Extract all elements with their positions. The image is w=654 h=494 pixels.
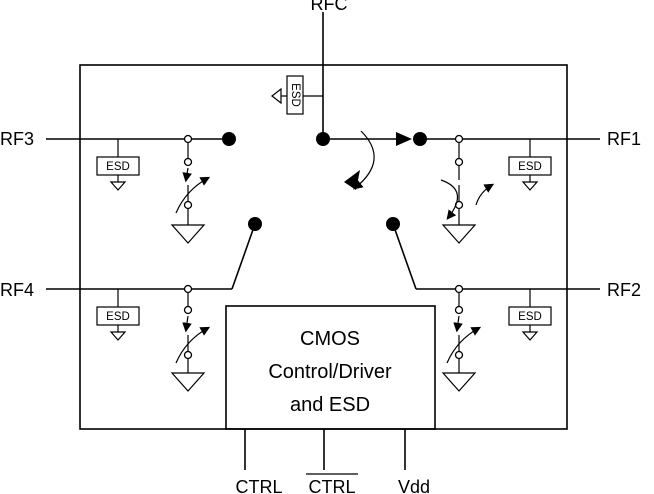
ctrl-pin: CTRL [235, 429, 283, 494]
ctrl-bar-pin: CTRL [306, 429, 358, 494]
ctrl-bar-label: CTRL [308, 477, 355, 494]
rf3-label: RF3 [0, 129, 34, 149]
cmos-control-block: CMOS Control/Driver and ESD [225, 305, 436, 430]
rf1-shunt-switch [440, 134, 495, 244]
rf3-esd-cell: ESD [96, 139, 140, 191]
esd-label: ESD [106, 161, 130, 173]
vdd-pin: Vdd [398, 429, 430, 494]
rf2-esd-cell: ESD [508, 289, 552, 341]
control-block-line2: Control/Driver [268, 361, 392, 383]
rf3-shunt-switch [170, 134, 211, 244]
esd-label: ESD [289, 83, 301, 107]
control-block-line3: and ESD [290, 394, 370, 416]
rf2-shunt-switch [441, 284, 482, 392]
control-block-line1: CMOS [300, 328, 360, 350]
rf4-pin: RF4 [0, 280, 232, 300]
rf1-label: RF1 [607, 129, 641, 149]
rf2-label: RF2 [607, 280, 641, 300]
rf4-shunt-switch [170, 284, 211, 392]
vdd-label: Vdd [398, 477, 430, 494]
rf3-pin: RF3 [0, 129, 236, 149]
esd-label: ESD [518, 161, 542, 173]
rf1-pin: RF1 [413, 129, 641, 149]
rf1-contact [413, 132, 427, 146]
ctrl-label: CTRL [235, 477, 282, 494]
rfc-pole [316, 130, 412, 190]
rf4-esd-cell: ESD [96, 289, 140, 341]
rfc-pin: RFC [311, 0, 348, 137]
rf4-throw [231, 217, 262, 290]
rf4-label: RF4 [0, 280, 34, 300]
esd-label: ESD [518, 311, 542, 323]
rf3-contact [222, 132, 236, 146]
esd-label: ESD [106, 311, 130, 323]
rfc-label: RFC [311, 0, 348, 14]
rf2-throw [386, 217, 417, 290]
rfc-esd-cell: ESD [271, 75, 323, 115]
rf2-pin: RF2 [416, 280, 641, 300]
rf1-esd-cell: ESD [508, 139, 552, 191]
